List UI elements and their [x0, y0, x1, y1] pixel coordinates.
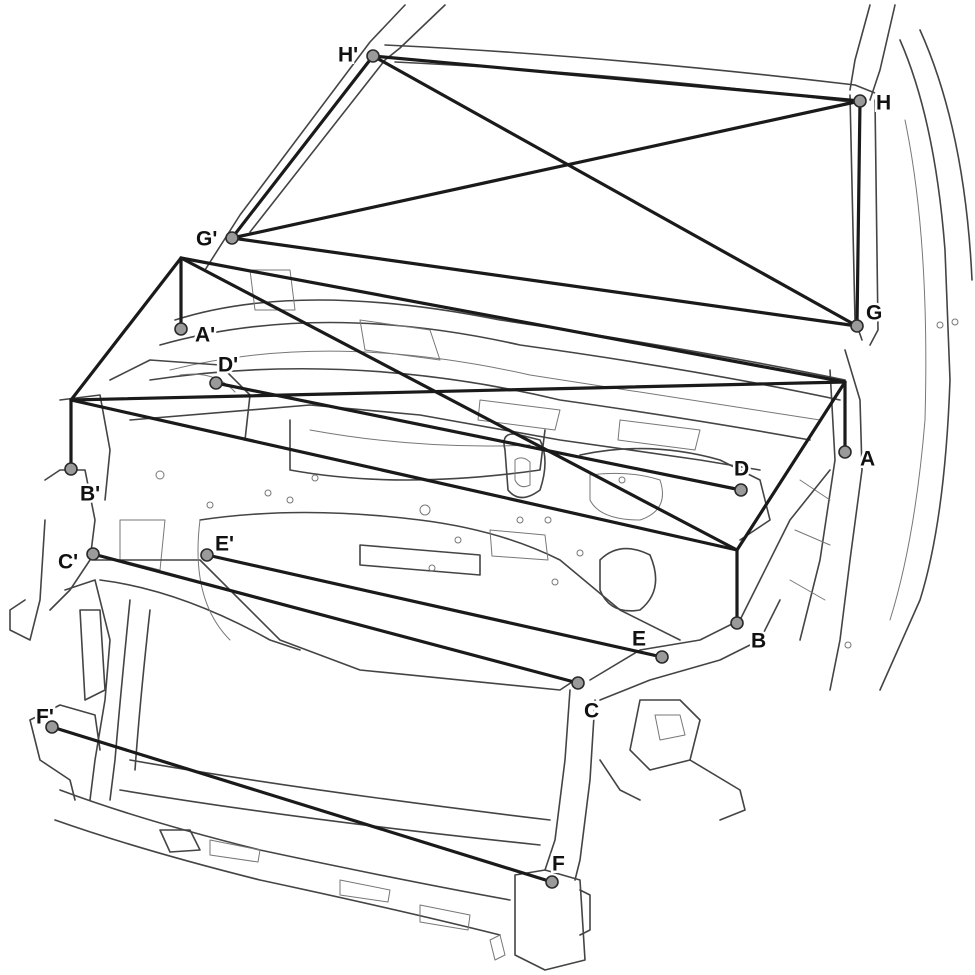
- reference-point-g-prime: [225, 231, 239, 245]
- reference-point-g: [850, 319, 864, 333]
- point-label-h: H: [876, 92, 891, 115]
- point-label-c: C: [584, 700, 599, 723]
- reference-point-h-prime: [366, 49, 380, 63]
- point-label-b-prime: B': [80, 483, 100, 506]
- measure-line-a-prime-to-a: [179, 256, 847, 384]
- measure-line-e-prime-to-e: [205, 553, 664, 659]
- measurement-lines: [50, 54, 862, 884]
- reference-point-b: [730, 616, 744, 630]
- reference-point-a-prime: [174, 322, 188, 336]
- point-label-g: G: [866, 302, 882, 325]
- measure-line-g-prime-to-g: [230, 236, 859, 328]
- point-label-e: E: [632, 628, 646, 651]
- measure-line-f-prime-to-f: [50, 725, 554, 884]
- reference-point-b-prime: [64, 462, 78, 476]
- measure-line-h-to-g: [855, 99, 862, 328]
- measure-line-b-prime-to-b: [69, 398, 739, 552]
- reference-points: A A' B B' C C' D D' E E' F F' G G' H H': [34, 41, 894, 889]
- measure-line-a-prime-to-b: [179, 256, 739, 552]
- reference-point-c-prime: [86, 547, 100, 561]
- car-body-outline: [9, 4, 973, 971]
- point-label-d: D: [734, 458, 749, 481]
- reference-point-e-prime: [200, 548, 214, 562]
- reference-point-d-prime: [209, 376, 223, 390]
- point-label-b: B: [751, 630, 766, 653]
- point-label-a-prime: A': [195, 324, 215, 347]
- point-label-e-prime: E': [215, 533, 234, 556]
- measure-line-a-prime-to-b-prime: [69, 256, 183, 402]
- reference-point-e: [655, 650, 669, 664]
- point-label-c-prime: C': [58, 551, 78, 574]
- measure-line-d-prime-to-d: [214, 381, 743, 492]
- measure-line-h-prime-to-g-prime: [230, 54, 375, 240]
- point-label-d-prime: D': [218, 354, 238, 377]
- point-label-f: F: [552, 853, 565, 876]
- measure-line-h-prime-to-h: [371, 54, 862, 103]
- reference-point-h: [853, 94, 867, 108]
- measure-line-a-to-b: [735, 380, 847, 552]
- measure-line-c-prime-to-c: [91, 552, 580, 685]
- point-label-a: A: [860, 448, 875, 471]
- reference-point-c: [571, 676, 585, 690]
- measure-line-h-to-g-prime: [230, 99, 862, 240]
- reference-point-d: [734, 483, 748, 497]
- point-label-g-prime: G': [196, 228, 217, 251]
- measure-line-b-prime-to-a: [69, 380, 847, 402]
- reference-point-f: [545, 875, 559, 889]
- point-label-h-prime: H': [338, 44, 358, 67]
- point-label-f-prime: F': [36, 706, 54, 729]
- reference-point-f-prime: [45, 720, 59, 734]
- reference-point-a: [838, 445, 852, 459]
- measure-line-h-prime-to-g: [371, 54, 859, 328]
